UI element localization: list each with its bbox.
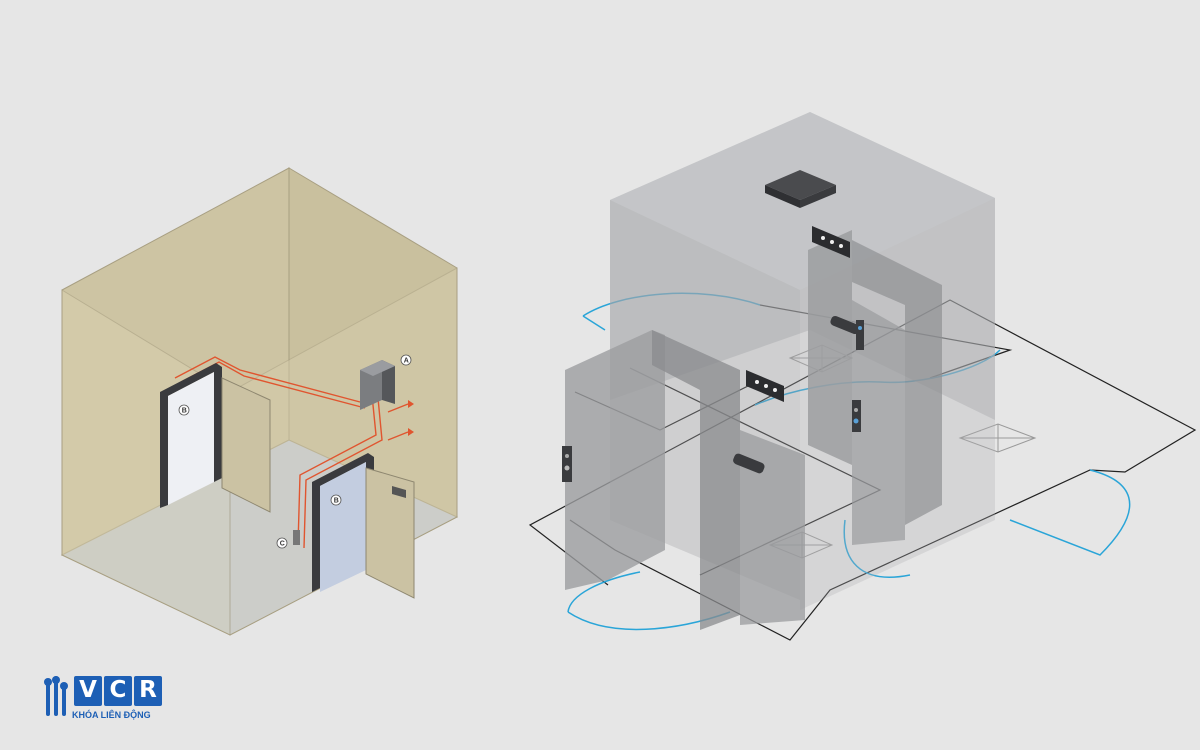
back-door-frame-left [808, 230, 852, 465]
door-frame-back [160, 363, 222, 508]
right-airlock-illustration [528, 112, 1197, 641]
door-sensor-back [856, 320, 864, 350]
exit-reader-right [852, 400, 861, 432]
exit-reader-left [562, 446, 572, 482]
label-b-2: B [334, 498, 339, 505]
control-box-side [382, 360, 395, 404]
ceiling-controller-side [765, 185, 800, 208]
maglock-back [830, 315, 860, 335]
front-door-leaf [740, 430, 805, 625]
logo-tagline: KHÓA LIÊN ĐỘNG [72, 710, 151, 720]
maglock-front [733, 453, 765, 474]
logo-tile-c [104, 676, 132, 706]
logo-letter-v: V [79, 677, 97, 703]
door-leaf-front [365, 467, 415, 599]
arrow-out-1 [408, 400, 414, 408]
switch-c [293, 530, 300, 545]
logo-mark-icon [44, 676, 68, 716]
front-door-frame-right [652, 330, 740, 630]
vcr-logo: V C R KHÓA LIÊN ĐỘNG [40, 676, 170, 722]
label-b-1: B [182, 408, 187, 415]
front-door-frame-left [565, 330, 665, 590]
control-box-top [360, 360, 395, 376]
back-door-leaf [852, 300, 905, 545]
left-room-illustration: A B B C [60, 167, 459, 636]
door-opening-back [168, 372, 214, 505]
label-a: A [404, 358, 409, 365]
logo-tile-v [74, 676, 102, 706]
logo-letter-c: C [109, 677, 127, 703]
front-wall [61, 289, 231, 636]
ceiling-controller-top [765, 170, 836, 200]
door-leaf-back [221, 377, 271, 513]
logo-letter-r: R [139, 677, 157, 703]
back-door-frame-right [852, 240, 942, 525]
logo-tile-r [134, 676, 162, 706]
arrow-out-2 [408, 428, 414, 436]
door-opening-front [320, 462, 366, 592]
label-c: C [280, 541, 285, 548]
door-frame-front [312, 453, 374, 592]
